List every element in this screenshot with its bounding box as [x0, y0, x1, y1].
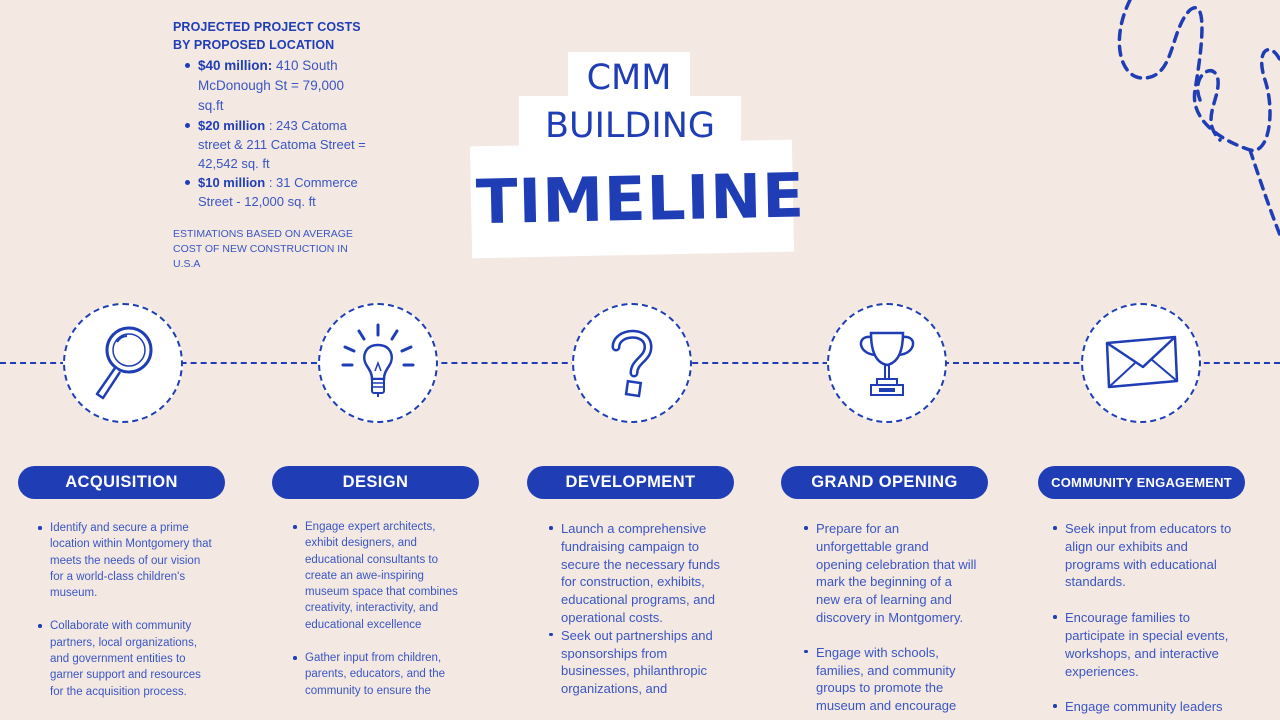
phase-circle-grand-opening: [827, 303, 947, 423]
estimation-note: ESTIMATIONS BASED ON AVERAGE COST OF NEW…: [173, 228, 353, 270]
title-line-2: BUILDING: [544, 106, 716, 146]
list-item: Identify and secure a prime location wit…: [38, 520, 215, 601]
grand-opening-details: Prepare for an unforgettable grand openi…: [804, 520, 978, 715]
costs-heading: PROJECTED PROJECT COSTS BY PROPOSED LOCA…: [173, 20, 361, 52]
phase-circle-community-engagement: [1081, 303, 1201, 423]
phase-circle-acquisition: [63, 303, 183, 423]
phase-circle-development: [572, 303, 692, 423]
question-mark-icon: [611, 329, 653, 398]
list-item: Encourage families to participate in spe…: [1053, 609, 1245, 680]
magnifying-glass-icon: [95, 326, 153, 400]
decorative-squiggle: [1117, 0, 1280, 237]
projected-costs: PROJECTED PROJECT COSTS BY PROPOSED LOCA…: [173, 18, 373, 211]
list-item: Engage community leaders: [1053, 698, 1245, 716]
cost-item: $10 million : 31 Commerce Street - 12,00…: [185, 173, 373, 211]
list-item: Engage with schools, families, and commu…: [804, 644, 978, 715]
community-engagement-details: Seek input from educators to align our e…: [1053, 520, 1245, 716]
acquisition-details: Identify and secure a prime location wit…: [38, 520, 215, 700]
title-line-1: CMM: [586, 58, 672, 98]
list-item: Prepare for an unforgettable grand openi…: [804, 521, 977, 625]
costs-list: $40 million: 410 South McDonough St = 79…: [173, 56, 373, 211]
list-item: Seek input from educators to align our e…: [1053, 520, 1245, 591]
design-details: Engage expert architects, exhibit design…: [293, 519, 471, 699]
list-item: Launch a comprehensive fundraising campa…: [549, 520, 726, 627]
list-item: Seek out partnerships and sponsorships f…: [549, 627, 726, 698]
phase-label-development: DEVELOPMENT: [527, 466, 734, 499]
development-details: Launch a comprehensive fundraising campa…: [549, 520, 726, 698]
trophy-icon: [859, 331, 915, 396]
light-bulb-icon: [341, 323, 415, 397]
phase-label-community-engagement: COMMUNITY ENGAGEMENT: [1038, 466, 1245, 499]
cost-item: $40 million: 410 South McDonough St = 79…: [185, 56, 373, 116]
phase-circle-design: [318, 303, 438, 423]
list-item: Collaborate with community partners, loc…: [38, 618, 215, 699]
envelope-icon: [1105, 335, 1179, 389]
title-box-1: [568, 52, 690, 102]
phase-label-acquisition: ACQUISITION: [18, 466, 225, 499]
phase-label-grand-opening: GRAND OPENING: [781, 466, 988, 499]
list-item: Engage expert architects, exhibit design…: [293, 519, 471, 633]
page-title: TIMELINE: [475, 160, 806, 239]
cost-item: $20 million : 243 Catoma street & 211 Ca…: [185, 116, 373, 173]
phase-label-design: DESIGN: [272, 466, 479, 499]
list-item: Gather input from children, parents, edu…: [293, 650, 471, 699]
